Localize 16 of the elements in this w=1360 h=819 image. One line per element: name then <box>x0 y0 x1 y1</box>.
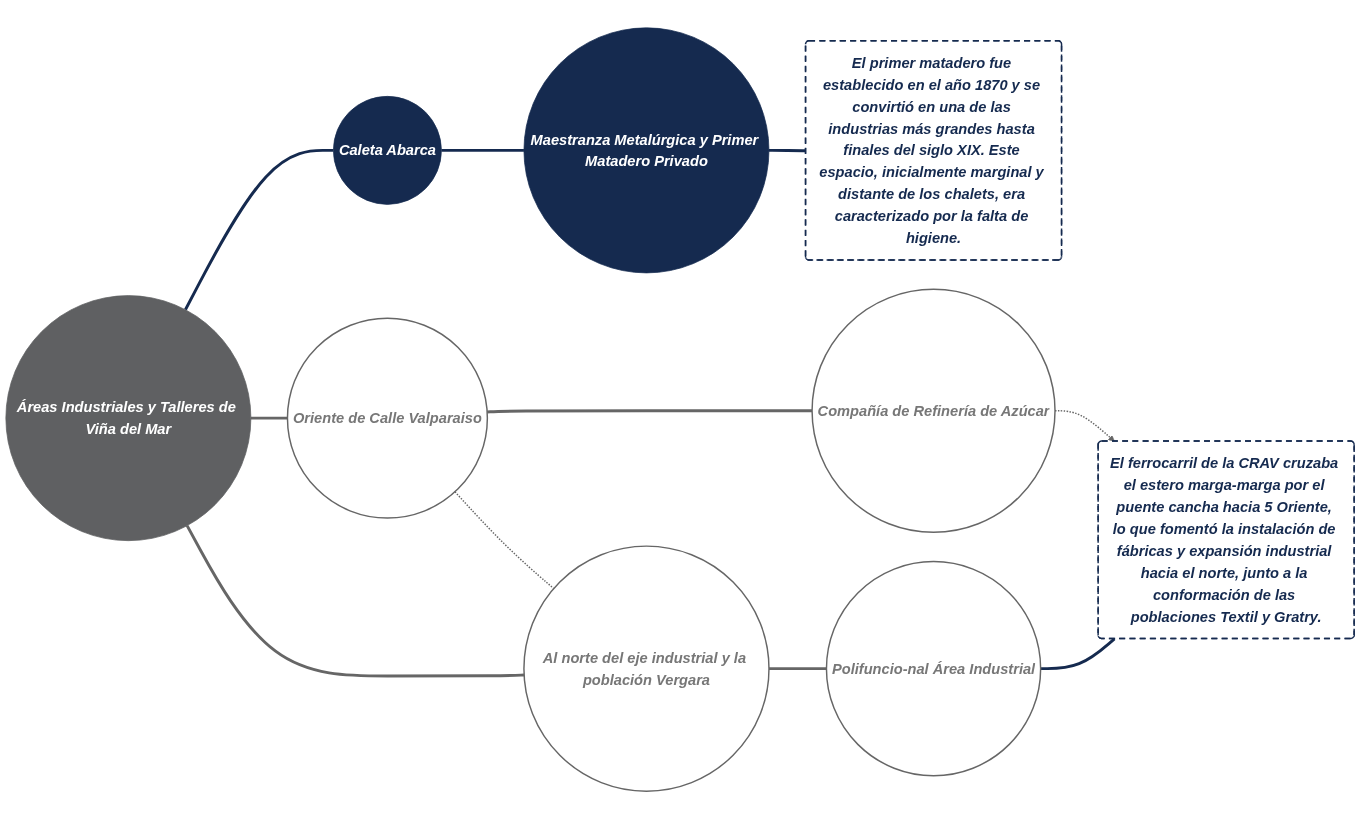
connector <box>1040 637 1116 671</box>
connector <box>250 416 288 420</box>
connector <box>768 667 827 671</box>
connector <box>185 524 525 678</box>
node-circle: Áreas Industriales y Talleres de Viña del Mar <box>5 295 252 541</box>
node-circle: Oriente de Calle Valparaiso <box>286 317 489 519</box>
node-circle: Maestranza Metalúrgica y Primer Matadero Privado <box>523 27 770 274</box>
connector <box>768 148 806 153</box>
node-circle: Compañía de Refinería de Azúcar <box>811 288 1056 533</box>
node-circle: Caleta Abarca <box>333 96 442 205</box>
connector <box>184 148 334 311</box>
node-circle: Polifuncio-nal Área Industrial <box>825 560 1042 777</box>
connector <box>487 409 813 414</box>
connector <box>441 148 524 152</box>
node-circle: Al norte del eje industrial y la población Vergara <box>523 545 770 792</box>
connector <box>454 491 555 590</box>
